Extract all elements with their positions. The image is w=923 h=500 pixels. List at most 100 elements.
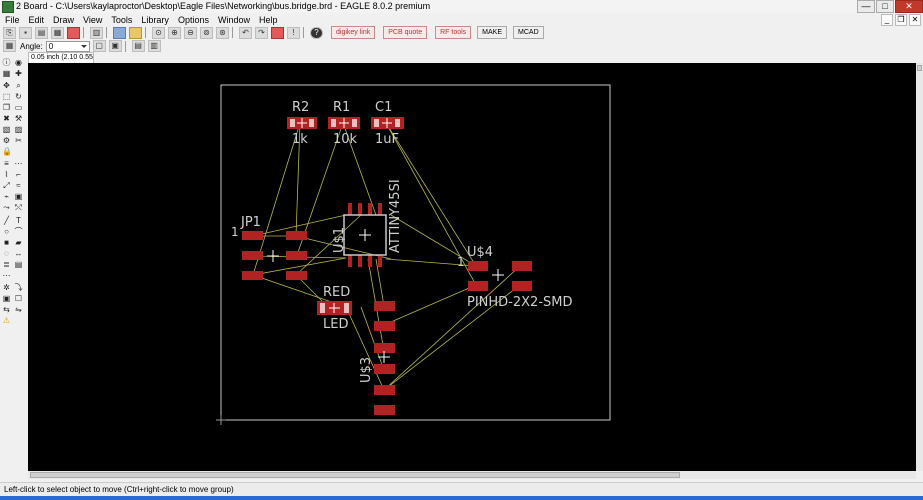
doc-restore-icon[interactable]: ❐	[895, 14, 907, 26]
zoom-select-icon[interactable]: ⊛	[216, 26, 229, 39]
save-icon[interactable]: ▪	[19, 26, 32, 39]
ratsnest-icon[interactable]: ✲	[3, 283, 10, 292]
menu-window[interactable]: Window	[217, 15, 250, 25]
grid-icon[interactable]: ▦	[3, 40, 16, 52]
horizontal-scroll-thumb[interactable]	[30, 472, 680, 478]
vertical-scrollbar[interactable]	[916, 63, 923, 471]
component-u1[interactable]: U$1 ATTINY45SI	[332, 179, 403, 267]
component-r1[interactable]: R1 10k	[328, 100, 360, 147]
circle-icon[interactable]: ○	[4, 227, 9, 236]
maximize-button[interactable]: □	[876, 0, 894, 13]
change-icon[interactable]: ⚙	[2, 136, 11, 145]
text-icon[interactable]: T	[16, 216, 21, 225]
route-icon[interactable]: ⌐	[16, 170, 21, 179]
cam-icon[interactable]: ▦	[51, 26, 64, 39]
open-icon[interactable]: ⎘	[3, 26, 16, 39]
help-icon[interactable]: ?	[310, 26, 323, 39]
doc-close-icon[interactable]: ✕	[909, 14, 921, 26]
rotate-icon[interactable]: ↻	[15, 92, 22, 101]
zoom-out-icon[interactable]: ⊖	[184, 26, 197, 39]
zoom-redraw-icon[interactable]: ⊚	[200, 26, 213, 39]
menu-edit[interactable]: Edit	[28, 15, 45, 25]
display-icon[interactable]: ▦	[2, 69, 11, 78]
warning-icon[interactable]: ⚠	[2, 316, 11, 325]
wire-icon[interactable]: ╱	[4, 216, 9, 225]
hole-icon[interactable]: ◌	[4, 249, 9, 258]
stop-icon[interactable]	[271, 26, 284, 39]
angle-select[interactable]: 0	[45, 40, 90, 52]
component-c1[interactable]: C1 1uF	[371, 100, 404, 147]
menu-draw[interactable]: Draw	[53, 15, 75, 25]
lock-icon[interactable]: 🔒	[2, 147, 12, 156]
close-button[interactable]: ✕	[895, 0, 923, 13]
script-icon[interactable]: ▥	[90, 26, 103, 39]
component-u4[interactable]: U$4 1 PINHD-2X2-SMD	[457, 245, 573, 310]
attribute-icon[interactable]: ≣	[3, 260, 10, 269]
mark-icon[interactable]: ✚	[15, 69, 22, 78]
redo-icon[interactable]: ↷	[255, 26, 268, 39]
move-icon[interactable]: ✥	[3, 81, 10, 90]
board-canvas[interactable]: R2 1k R1 10k C1 1uF	[28, 63, 916, 471]
minimize-button[interactable]: —	[857, 0, 875, 13]
component-r2[interactable]: R2 1k	[287, 100, 317, 147]
mirror-icon[interactable]: ▢	[92, 40, 106, 52]
component-jp1[interactable]: JP1 1	[231, 215, 307, 280]
pad-icon[interactable]: ▤	[14, 260, 23, 269]
swap-icon[interactable]: ⇋	[15, 305, 22, 314]
errors-icon[interactable]: ☐	[14, 294, 23, 303]
menu-help[interactable]: Help	[258, 15, 278, 25]
component-u3[interactable]: U$3	[359, 301, 395, 415]
via-icon[interactable]: ▣	[14, 192, 23, 201]
delete-icon[interactable]: ✖	[3, 114, 10, 123]
print-icon[interactable]: ▤	[35, 26, 48, 39]
zoom-fit-icon[interactable]: ⊙	[152, 26, 165, 39]
ripup-all-icon[interactable]: ⤲	[15, 203, 22, 212]
copy-icon[interactable]: ❐	[2, 103, 11, 112]
wrench-icon[interactable]: ⚒	[14, 114, 23, 123]
route-auto-icon[interactable]: ⤳	[3, 203, 10, 212]
menu-view[interactable]: View	[83, 15, 103, 25]
split-icon[interactable]: ⌇	[4, 170, 9, 179]
schematic-switch-icon[interactable]	[67, 26, 80, 39]
horizontal-scrollbar[interactable]	[28, 471, 916, 479]
arc-icon[interactable]: ⌒	[14, 227, 23, 236]
smd-icon[interactable]: ⋯	[2, 271, 11, 280]
add-icon[interactable]: ▧	[2, 125, 11, 134]
digikey-link-button[interactable]: digikey link	[331, 26, 376, 39]
run-ulp-icon[interactable]	[113, 26, 126, 39]
menu-file[interactable]: File	[5, 15, 20, 25]
spin-icon[interactable]: ▣	[108, 40, 122, 52]
paste-icon[interactable]: ▭	[14, 103, 23, 112]
optimize-icon[interactable]: ⋯	[14, 159, 23, 168]
undo-icon[interactable]: ↶	[239, 26, 252, 39]
pcb-quote-button[interactable]: PCB quote	[383, 26, 428, 39]
go-icon[interactable]: !	[287, 26, 300, 39]
layer-bottom-icon[interactable]: ▥	[147, 40, 161, 52]
folder-icon[interactable]	[129, 26, 142, 39]
polygon-icon[interactable]: ▰	[15, 238, 22, 247]
smash-icon[interactable]: ✂	[15, 136, 22, 145]
make-button[interactable]: MAKE	[477, 26, 508, 39]
component-led[interactable]: RED LED	[317, 285, 352, 332]
menu-library[interactable]: Library	[141, 15, 169, 25]
menu-tools[interactable]: Tools	[111, 15, 133, 25]
show-icon[interactable]: ◉	[15, 58, 22, 67]
info-icon[interactable]: ⓘ	[2, 58, 11, 67]
ripup-icon[interactable]: ⤢	[3, 181, 10, 190]
board-drawing[interactable]: R2 1k R1 10k C1 1uF	[28, 63, 916, 471]
rf-tools-button[interactable]: RF tools	[435, 26, 472, 39]
drc-icon[interactable]: ▣	[2, 294, 11, 303]
vertical-scroll-thumb[interactable]	[917, 65, 922, 71]
signal-icon[interactable]: ⌁	[4, 192, 9, 201]
doc-minimize-icon[interactable]: _	[881, 14, 893, 26]
meander-icon[interactable]: ≈	[16, 181, 21, 190]
menu-options[interactable]: Options	[177, 15, 209, 25]
replace-icon[interactable]: ▨	[14, 125, 23, 134]
layers-icon[interactable]: ⇆	[3, 305, 10, 314]
align-icon[interactable]: ≡	[4, 159, 9, 168]
rect-icon[interactable]: ■	[4, 238, 9, 247]
dimension-icon[interactable]: ↔	[14, 249, 23, 258]
autorouter-icon[interactable]: ⤵	[14, 283, 23, 292]
zoom-area-icon[interactable]: ⌕	[16, 81, 21, 90]
layer-top-icon[interactable]: ▤	[131, 40, 145, 52]
